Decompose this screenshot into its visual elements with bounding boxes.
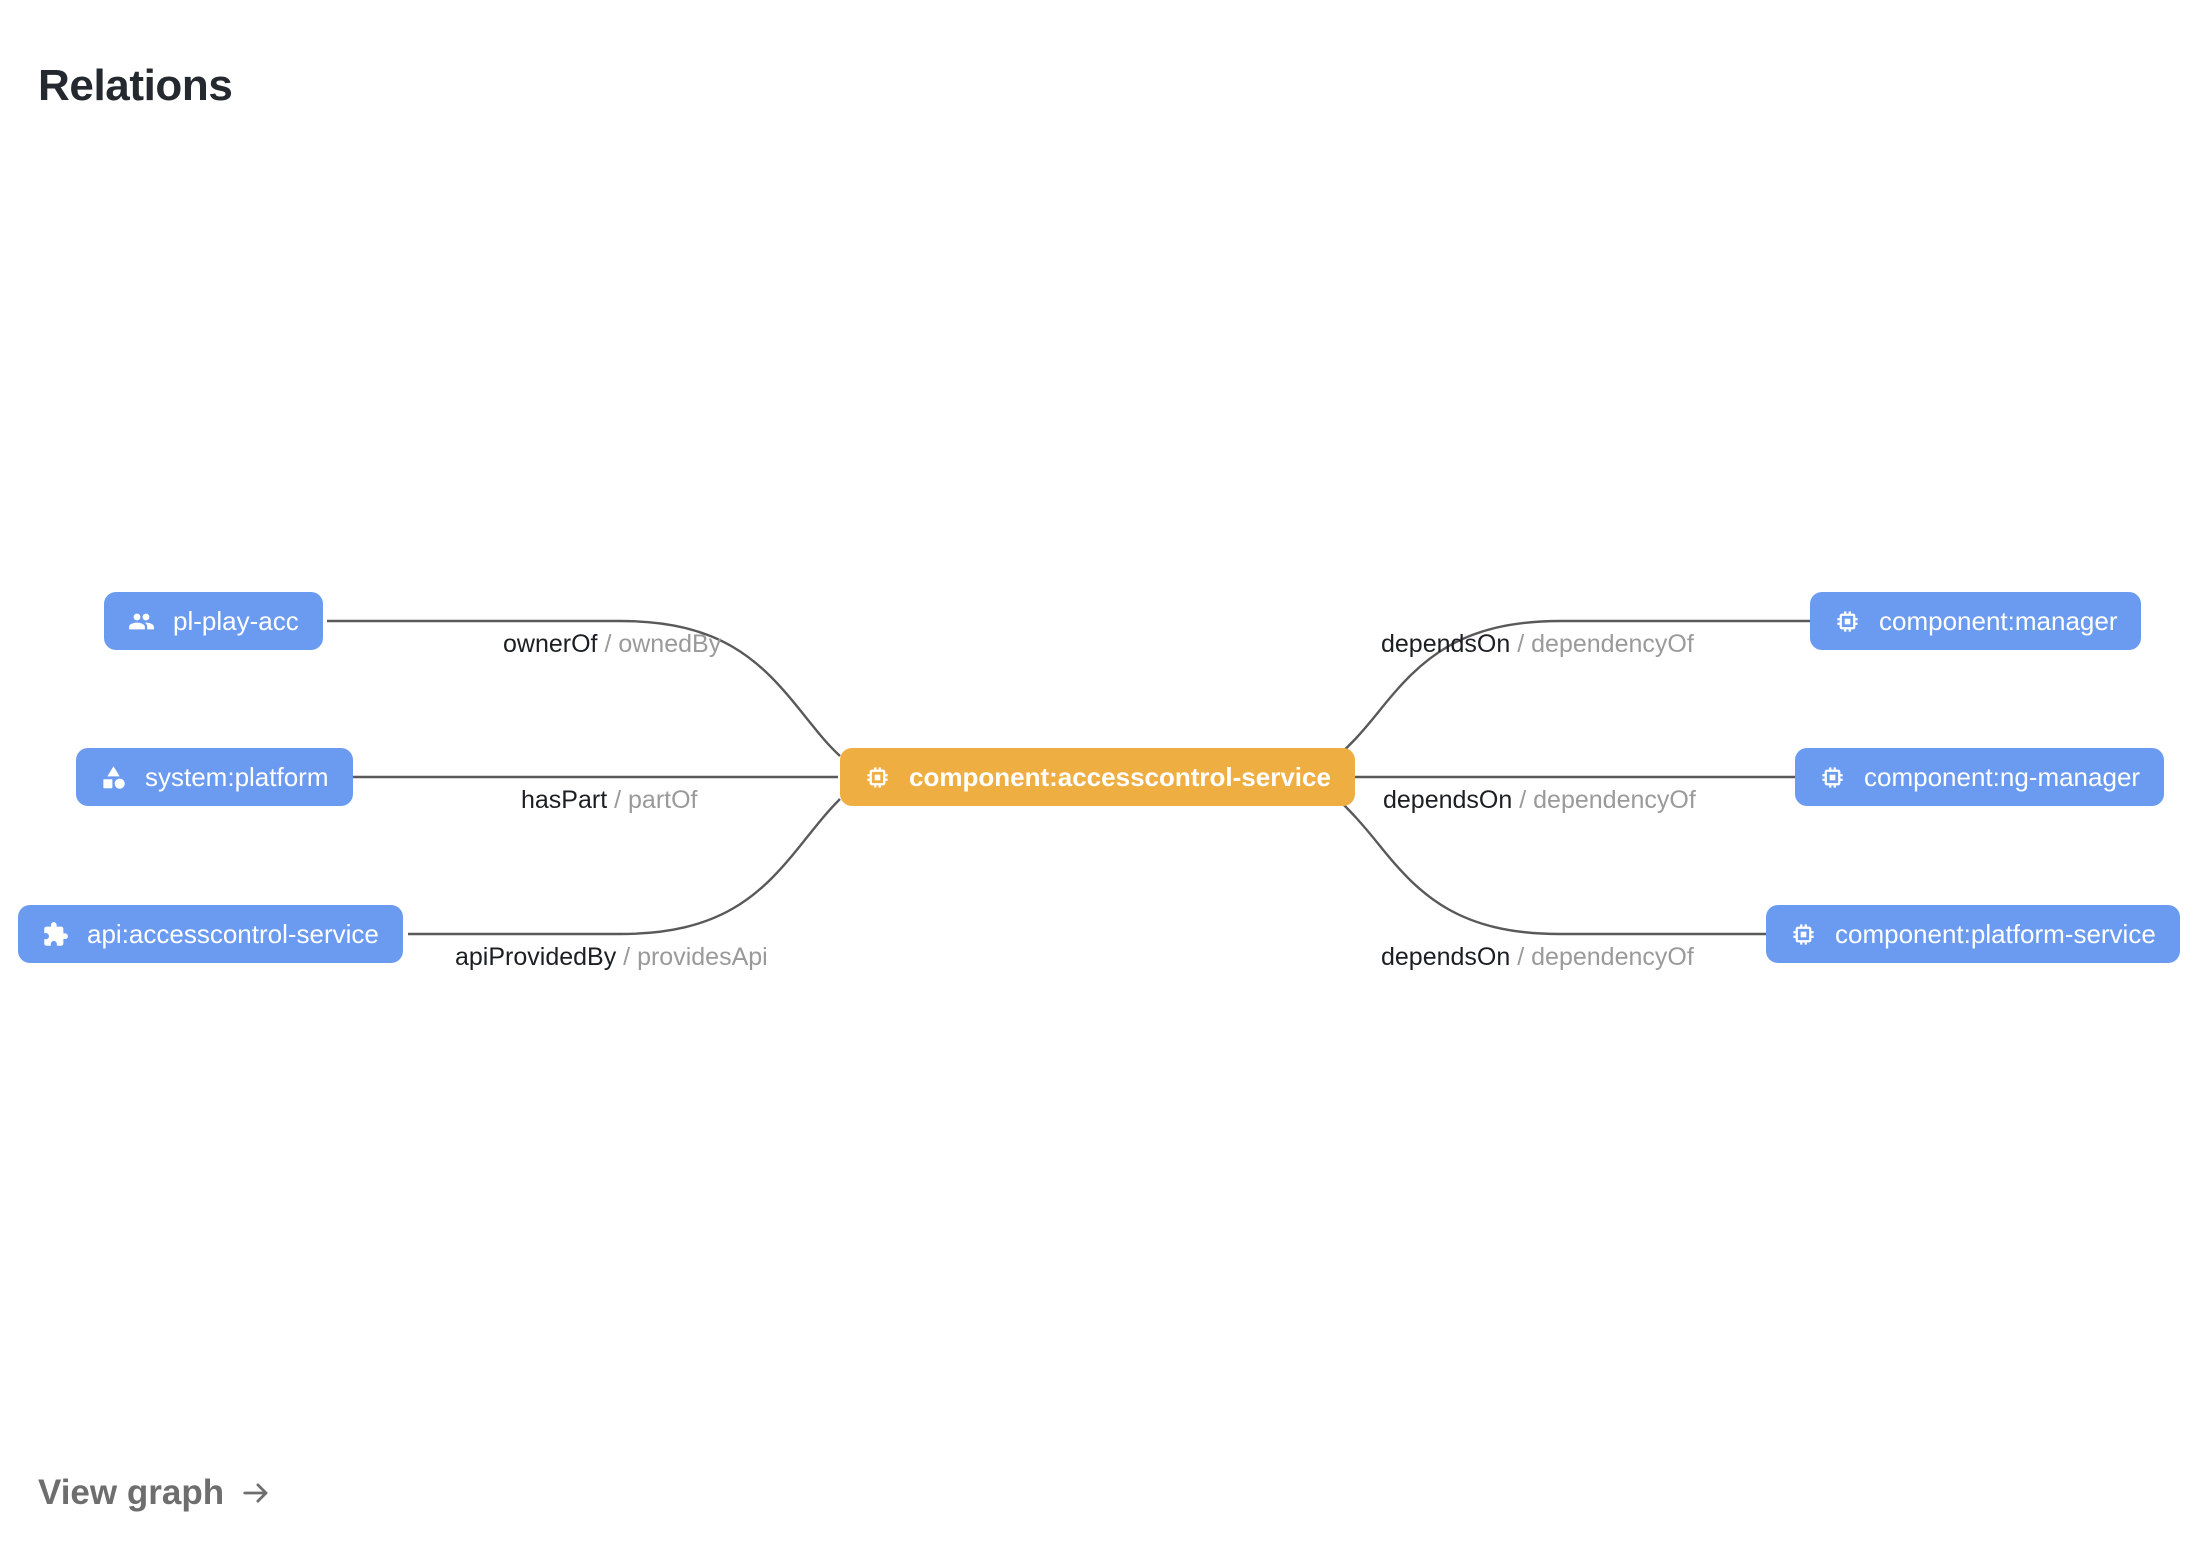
- node-pl-play-acc[interactable]: pl-play-acc: [104, 592, 323, 650]
- edge-label-separator: /: [1519, 786, 1534, 814]
- chip-icon: [1834, 608, 1861, 635]
- node-system-platform[interactable]: system:platform: [76, 748, 353, 806]
- edge-label-reverse: partOf: [628, 786, 698, 814]
- edge-label-separator: /: [614, 786, 629, 814]
- edge-label-dependsOn-ng-manager: dependsOn / dependencyOf: [1383, 788, 1696, 813]
- node-label: component:accesscontrol-service: [909, 762, 1331, 792]
- node-label: component:platform-service: [1835, 919, 2156, 949]
- edge-label-ownerOf: ownerOf / ownedBy: [503, 632, 721, 657]
- edge-label-separator: /: [604, 630, 619, 658]
- edge-label-separator: /: [1517, 943, 1532, 971]
- view-graph-label: View graph: [38, 1473, 225, 1512]
- node-component-ng-manager[interactable]: component:ng-manager: [1795, 748, 2165, 806]
- node-component-manager[interactable]: component:manager: [1810, 592, 2142, 650]
- node-label: component:manager: [1879, 606, 2118, 636]
- edge-label-forward: dependsOn: [1381, 943, 1511, 971]
- edge-path-apiProvidedBy: [408, 798, 841, 936]
- node-label: component:ng-manager: [1864, 762, 2141, 792]
- edge-label-reverse: dependencyOf: [1531, 630, 1694, 658]
- edge-label-forward: dependsOn: [1383, 786, 1513, 814]
- node-label: system:platform: [145, 762, 329, 792]
- group-icon: [128, 608, 155, 635]
- view-graph-link[interactable]: View graph: [38, 1473, 274, 1513]
- edge-label-reverse: dependencyOf: [1533, 786, 1696, 814]
- edge-label-separator: /: [1517, 630, 1532, 658]
- node-label: pl-play-acc: [173, 606, 299, 636]
- edge-label-reverse: ownedBy: [618, 630, 722, 658]
- node-component-accesscontrol-service[interactable]: component:accesscontrol-service: [840, 748, 1355, 806]
- edge-label-forward: dependsOn: [1381, 630, 1511, 658]
- edge-path-dependsOn-platform-service: [1337, 798, 1766, 936]
- edge-label-forward: apiProvidedBy: [455, 943, 617, 971]
- edge-label-dependsOn-manager: dependsOn / dependencyOf: [1381, 632, 1694, 657]
- edge-label-dependsOn-platform-service: dependsOn / dependencyOf: [1381, 945, 1694, 970]
- edge-label-separator: /: [623, 943, 638, 971]
- node-component-platform-service[interactable]: component:platform-service: [1766, 905, 2180, 963]
- edge-label-apiProvidedBy: apiProvidedBy / providesApi: [455, 945, 768, 970]
- edge-label-reverse: providesApi: [637, 943, 768, 971]
- page-title: Relations: [38, 61, 233, 111]
- node-label: api:accesscontrol-service: [87, 919, 379, 949]
- edge-label-forward: hasPart: [521, 786, 608, 814]
- edge-label-forward: ownerOf: [503, 630, 598, 658]
- edge-label-reverse: dependencyOf: [1531, 943, 1694, 971]
- chip-icon: [864, 764, 891, 791]
- arrow-right-icon: [238, 1478, 274, 1508]
- category-icon: [100, 764, 127, 791]
- chip-icon: [1819, 764, 1846, 791]
- edge-label-hasPart: hasPart / partOf: [521, 788, 698, 813]
- chip-icon: [1790, 921, 1817, 948]
- node-api-accesscontrol-service[interactable]: api:accesscontrol-service: [18, 905, 403, 963]
- puzzle-icon: [42, 921, 69, 948]
